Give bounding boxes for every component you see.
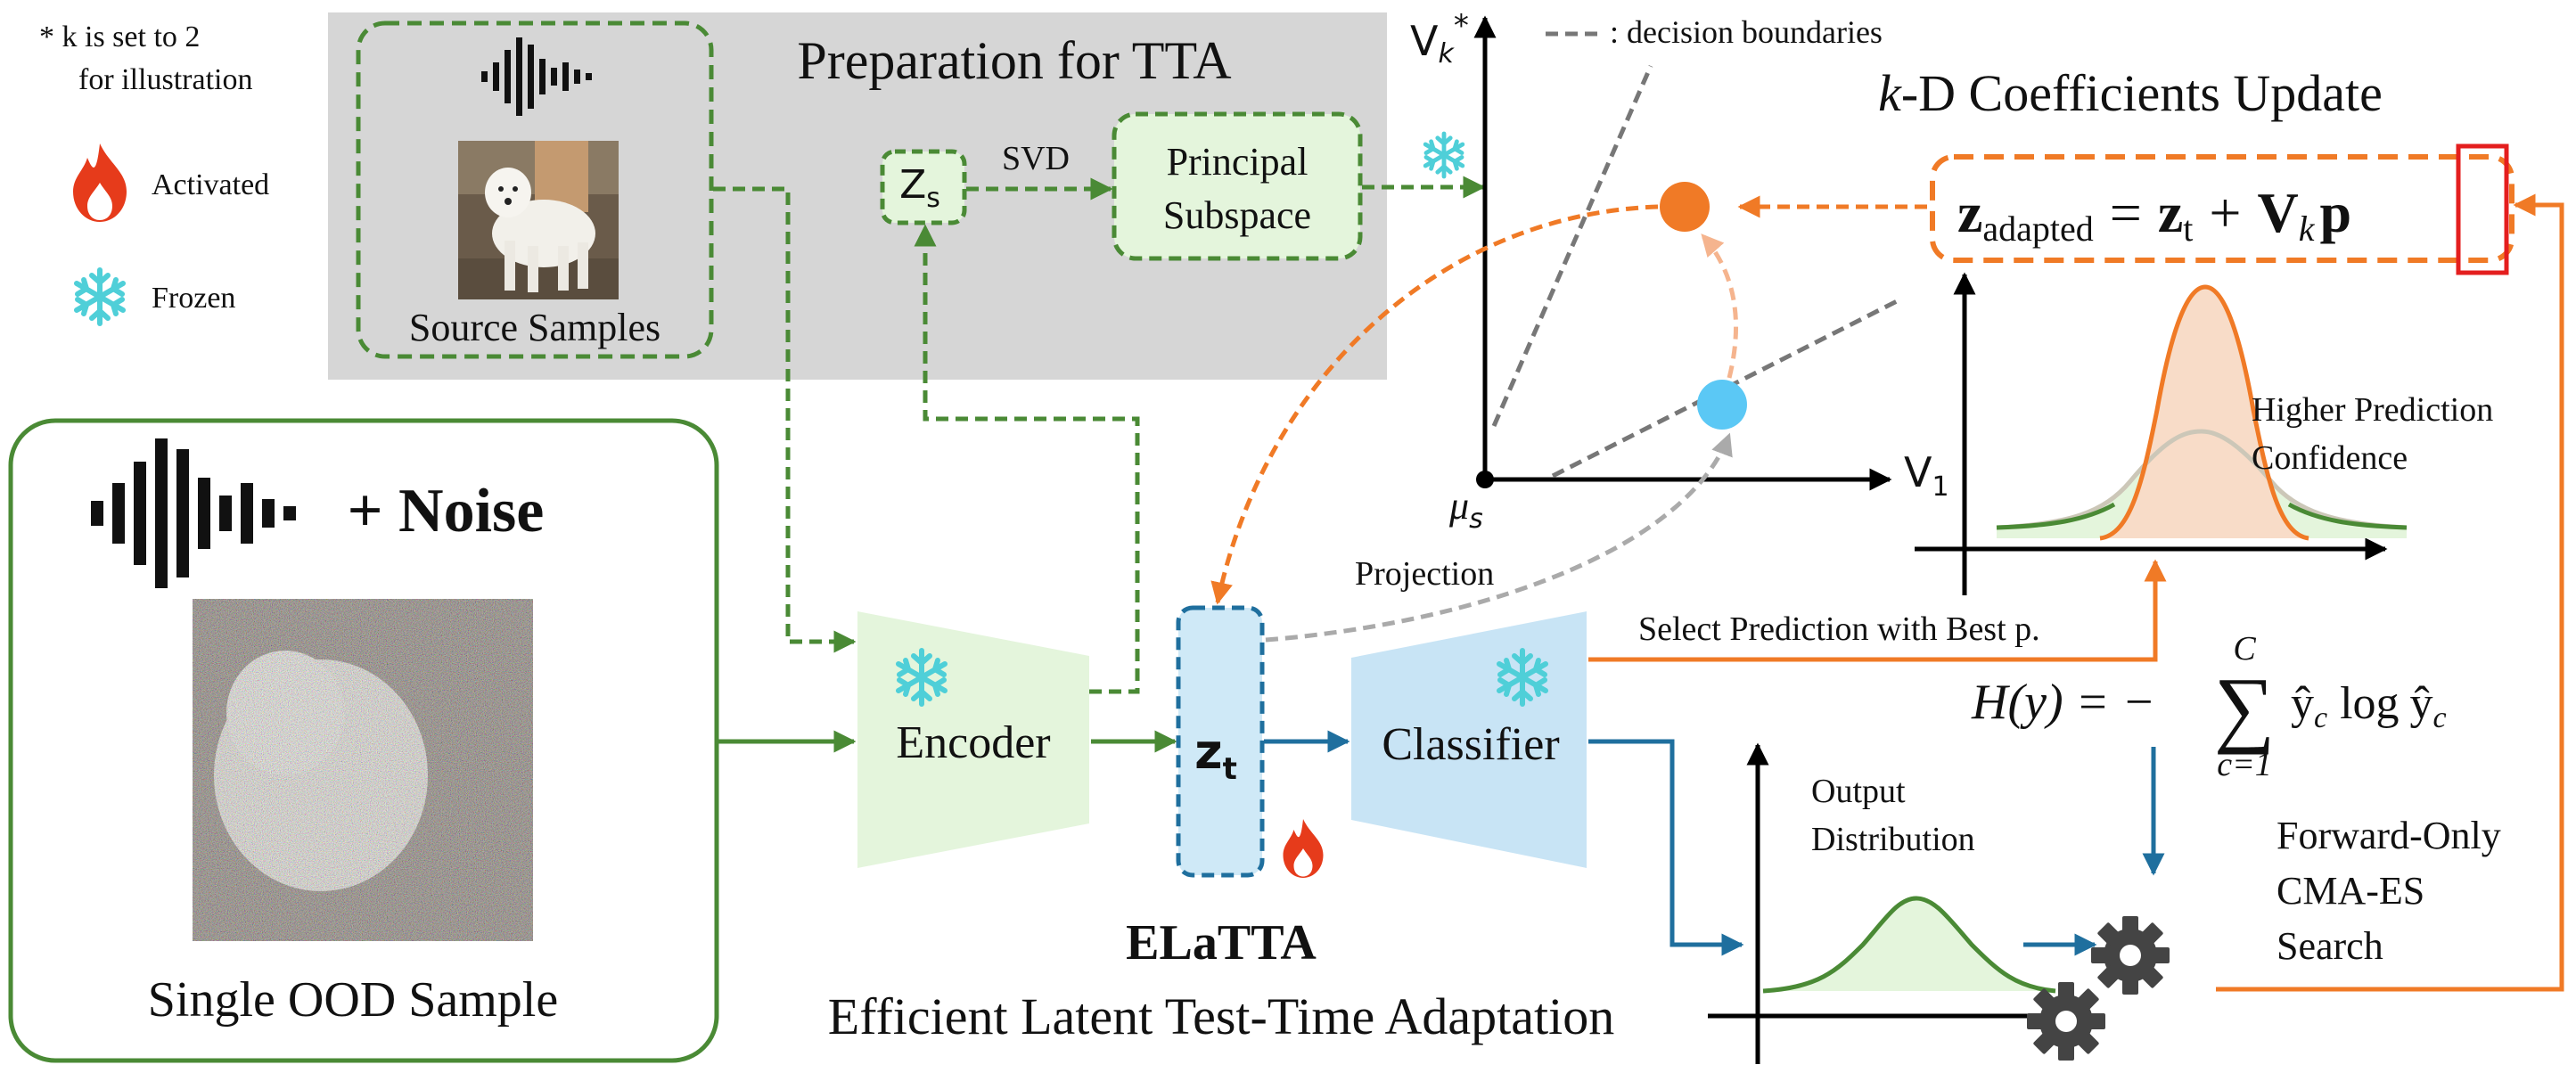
latent-y-axis-label: Vk* bbox=[1410, 8, 1469, 70]
noise-label: + Noise bbox=[348, 477, 545, 545]
principal-subspace-line1: Principal bbox=[1167, 140, 1309, 184]
search-label-line1: Forward-Only bbox=[2277, 814, 2501, 857]
latent-origin bbox=[1476, 471, 1494, 488]
sharpened-distribution-curve bbox=[2099, 284, 2309, 541]
classifier-label: Classifier bbox=[1382, 719, 1559, 770]
p-highlight-box bbox=[2456, 143, 2509, 275]
decision-boundary-1 bbox=[1491, 65, 1653, 427]
preparation-title: Preparation for TTA bbox=[797, 31, 1231, 90]
legend: * k is set to 2 for illustration Activat… bbox=[39, 20, 269, 324]
original-distribution-tails bbox=[1996, 502, 2408, 530]
search-label-line2: CMA-ES bbox=[2277, 869, 2424, 913]
decision-boundary-legend-label: : decision boundaries bbox=[1610, 14, 1883, 50]
adapted-to-zt-arrow bbox=[1210, 204, 1659, 605]
gear-icon-secondary bbox=[2027, 982, 2105, 1061]
encoder-label: Encoder bbox=[896, 717, 1050, 768]
zt-box bbox=[1176, 605, 1265, 878]
search-to-equation-arrow bbox=[2216, 193, 2564, 992]
ood-sample-caption: Single OOD Sample bbox=[148, 972, 558, 1028]
classifier-to-output-arrow bbox=[1588, 739, 1744, 956]
adaptation-equation: zadapted=zt+Vkp bbox=[1957, 181, 2351, 249]
ood-waveform-icon bbox=[91, 438, 296, 588]
latent-origin-label: μs bbox=[1448, 484, 1483, 535]
original-distribution-curve bbox=[1996, 429, 2408, 530]
adapted-point bbox=[1660, 182, 1710, 232]
preparation-panel: Preparation for TTA bbox=[328, 12, 1387, 380]
legend-frozen-label: Frozen bbox=[152, 282, 235, 315]
zt-block: zt bbox=[1176, 605, 1324, 878]
sharpened-distribution-fill bbox=[2100, 287, 2309, 538]
principal-subspace-box bbox=[1112, 111, 1363, 261]
output-distribution-curve bbox=[1762, 896, 2056, 994]
entropy-upper-limit: C bbox=[2233, 630, 2256, 668]
select-prediction-label: Select Prediction with Best p. bbox=[1638, 610, 2040, 648]
waveform-icon bbox=[481, 37, 592, 116]
projection-label: Projection bbox=[1355, 555, 1494, 593]
method-full-name: Efficient Latent Test-Time Adaptation bbox=[828, 987, 1614, 1045]
flame-icon bbox=[73, 143, 127, 222]
output-label-line2: Distribution bbox=[1811, 821, 1975, 858]
encoder-to-zs-arrow bbox=[914, 224, 1140, 694]
latent-plot: Vk* V1 μs : decision boundaries bbox=[1410, 8, 1949, 535]
output-distribution-fill bbox=[1763, 898, 2055, 991]
legend-note-line2: for illustration bbox=[78, 63, 252, 96]
source-samples-box bbox=[356, 20, 714, 359]
coefficients-panel: k-D Coefficients Update zadapted=zt+Vkp bbox=[1878, 64, 2514, 275]
classifier-block: Classifier bbox=[1351, 611, 1587, 868]
entropy-lower-limit: c=1 bbox=[2217, 746, 2272, 783]
source-to-encoder-arrow bbox=[713, 186, 857, 653]
source-samples-label: Source Samples bbox=[409, 306, 660, 349]
svd-label: SVD bbox=[1002, 140, 1070, 177]
latent-x-axis-label: V1 bbox=[1904, 448, 1949, 503]
decision-boundary-2 bbox=[1551, 297, 1902, 479]
entropy-lhs: H(y) = − bbox=[1971, 675, 2155, 730]
ood-sample-box bbox=[8, 418, 719, 1063]
dog-photo-icon bbox=[458, 141, 619, 299]
noisy-dog-photo bbox=[193, 599, 533, 941]
zs-label: Zs bbox=[899, 162, 940, 214]
confidence-plot: Higher Prediction Confidence bbox=[1915, 272, 2493, 595]
confidence-label-line1: Higher Prediction bbox=[2252, 391, 2493, 429]
output-label-line1: Output bbox=[1811, 773, 1906, 810]
select-prediction-arrow bbox=[1588, 559, 2167, 662]
subspace-frozen-snowflake-icon bbox=[1425, 134, 1463, 176]
zt-label: zt bbox=[1194, 724, 1237, 787]
method-name: ELaTTA bbox=[1126, 915, 1317, 971]
confidence-label-line2: Confidence bbox=[2252, 439, 2408, 477]
search-label-line3: Search bbox=[2277, 924, 2383, 968]
zt-activated-flame-icon bbox=[1283, 819, 1324, 878]
gear-icon bbox=[2091, 916, 2170, 995]
legend-activated-label: Activated bbox=[152, 168, 269, 201]
legend-note-line1: * k is set to 2 bbox=[39, 20, 200, 53]
output-distribution-plot: Output Distribution bbox=[1708, 742, 2057, 1064]
original-point bbox=[1697, 380, 1747, 430]
ood-sample-panel: + Noise Single OOD Sample bbox=[8, 418, 719, 1063]
projection-arrow bbox=[1265, 432, 1733, 643]
principal-subspace-line2: Subspace bbox=[1163, 193, 1311, 237]
encoder-block: Encoder bbox=[857, 611, 1089, 868]
coefficients-title: k-D Coefficients Update bbox=[1878, 64, 2383, 122]
zs-box bbox=[880, 149, 967, 225]
entropy-sum-symbol: ∑ bbox=[2214, 659, 2275, 755]
snowflake-icon bbox=[77, 270, 123, 324]
point-shift-arrow bbox=[1701, 233, 1739, 379]
